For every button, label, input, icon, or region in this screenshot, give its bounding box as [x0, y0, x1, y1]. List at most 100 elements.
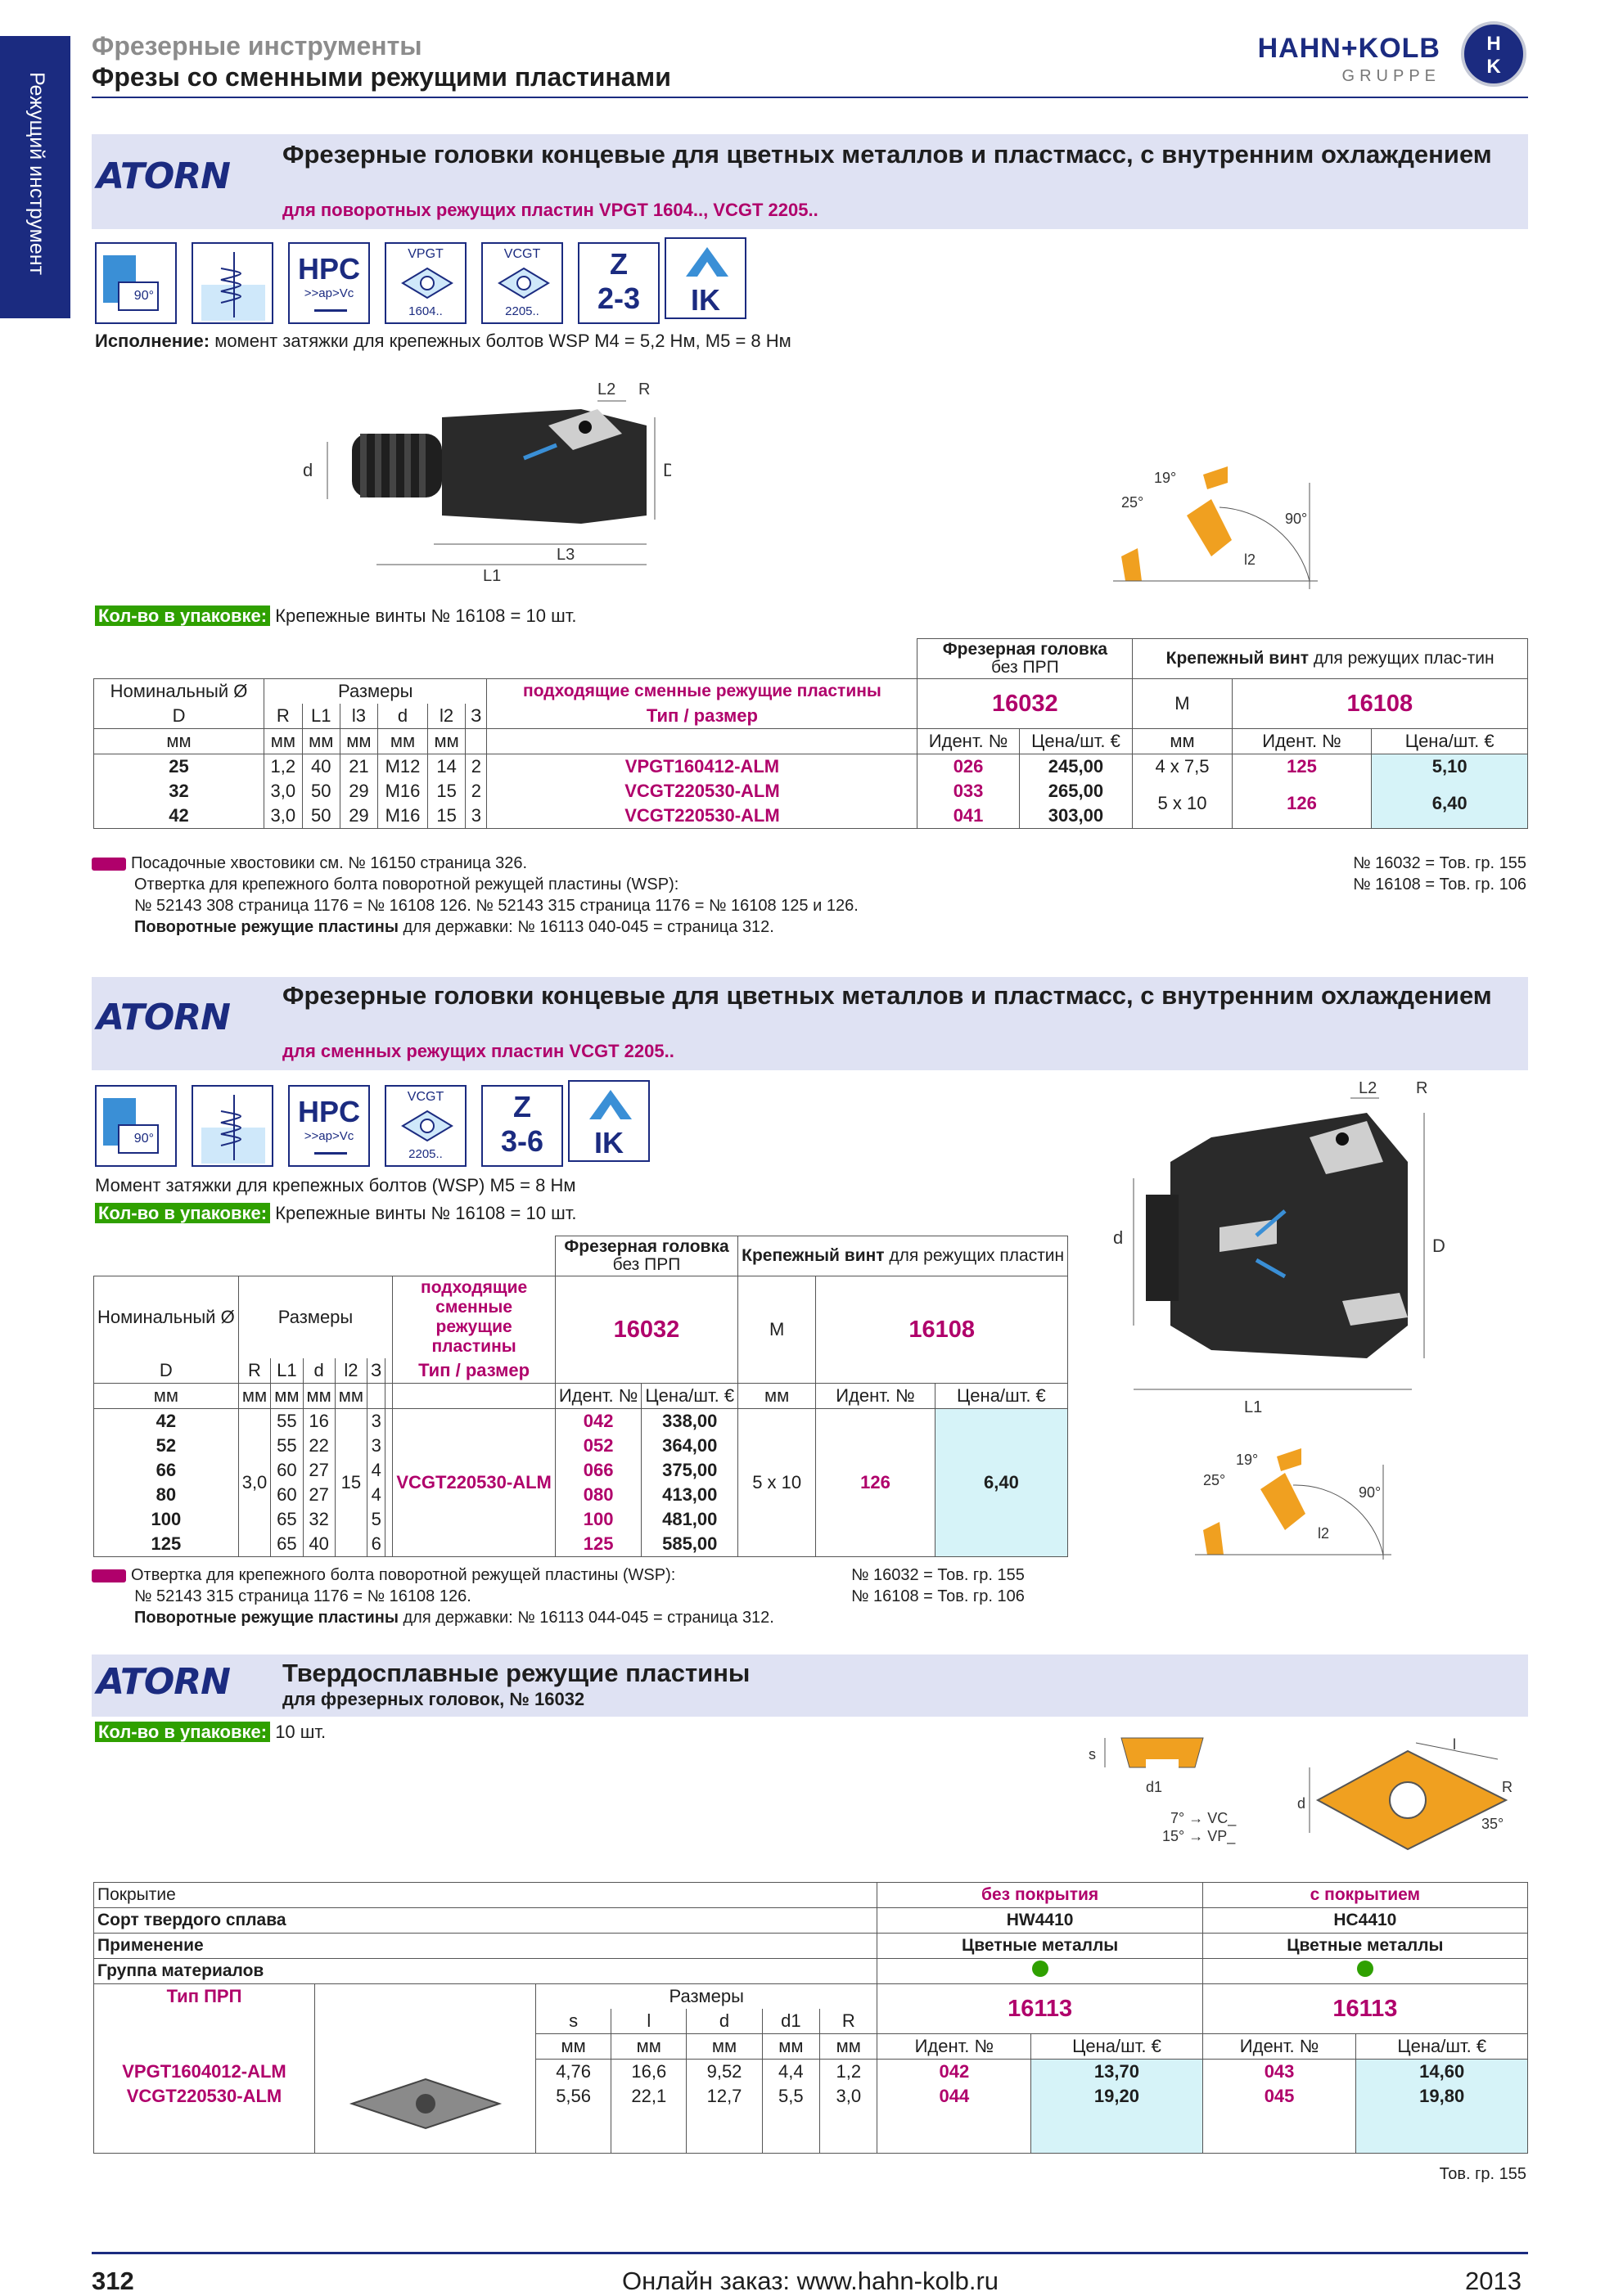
col-l2: l2: [334, 1358, 368, 1384]
table-row: 52 55 22 3 052 364,00: [93, 1434, 1068, 1458]
vc-angle-label: 7° → VC_: [1170, 1810, 1237, 1827]
dim-l1-label: L1: [483, 567, 501, 585]
col-screw-m: M: [737, 1276, 817, 1384]
table-row: 100 65 32 5 100 481,00: [93, 1507, 1068, 1532]
table-row: 66 60 27 4 066 375,00: [93, 1458, 1068, 1483]
col-inserts: подходящие сменные режущие пластины: [486, 678, 918, 704]
col-dimensions: Размеры: [237, 1276, 394, 1358]
table-row: 42 3,0 50 29 M16 15 3 VCGT220530-ALM 041…: [92, 804, 1528, 829]
pack-note: Кол-во в упаковке: 10 шт.: [95, 1722, 326, 1743]
section2-band: [92, 977, 1528, 1070]
unit: мм: [237, 1383, 272, 1409]
material-dot-icon: [1031, 1961, 1048, 1977]
side-category-tab: Режущий инструмент: [0, 36, 70, 318]
col-screw-m: M: [1132, 678, 1233, 729]
col-z: З: [465, 704, 488, 729]
hpc-sub: >>ap>Vc: [304, 1129, 354, 1143]
angle-label: 90°: [118, 1124, 159, 1154]
l2-label: l2: [1244, 551, 1256, 568]
teeth-label: Z: [513, 1090, 531, 1123]
angle-35-label: 35°: [1481, 1816, 1504, 1832]
row-material-group: Группа материалов: [92, 1958, 878, 1984]
dim-D-label: D: [663, 460, 671, 480]
col-d: d: [377, 704, 428, 729]
dim-D-label: D: [1432, 1236, 1445, 1256]
hpc-icon: HPC >>ap>Vc: [288, 1085, 370, 1167]
arrow-icon: [92, 857, 126, 871]
execution-label: Исполнение:: [95, 331, 210, 351]
angle-19-label: 19°: [1154, 470, 1176, 486]
vp-angle-label: 15° → VP_: [1162, 1828, 1236, 1845]
insert-size-label: 2205..: [505, 304, 539, 318]
insert-type-label: VPGT: [408, 247, 444, 261]
execution-note: Исполнение: момент затяжки для крепежных…: [95, 331, 791, 352]
brand-name: HAHN+KOLB: [1257, 33, 1440, 64]
side-category-label: Режущий инструмент: [25, 71, 48, 276]
col-nominal: Номинальный Ø: [93, 1276, 239, 1358]
pack-text: 10 шт.: [275, 1722, 327, 1742]
dim-s-label: s: [1089, 1746, 1096, 1763]
col-ident: Идент. №: [815, 1383, 935, 1409]
insert-photo: [349, 2078, 502, 2129]
dim-l2-label: L2: [1359, 1080, 1377, 1097]
unit: мм: [334, 1383, 368, 1409]
cooling-triangle-icon: [589, 1090, 632, 1119]
section1-footnotes: Посадочные хвостовики см. № 16150 страни…: [92, 853, 859, 938]
hpc-label: HPC: [297, 1095, 360, 1128]
angle-25-label: 25°: [1203, 1472, 1225, 1488]
row-application: Применение: [92, 1933, 878, 1959]
col-price: Цена/шт. €: [641, 1383, 739, 1409]
coolant-icon: [192, 1085, 273, 1167]
section2-subtitle: для сменных режущих пластин VCGT 2205..: [282, 1041, 674, 1061]
unit: мм: [93, 1383, 239, 1409]
angle-90-icon: 90°: [95, 1085, 177, 1167]
angle-90-label: 90°: [1359, 1484, 1381, 1501]
torque-note: Момент затяжки для крепежных болтов (WSP…: [95, 1175, 576, 1195]
atorn-logo: ATORN: [97, 1661, 231, 1703]
teeth-count: 2-3: [597, 281, 641, 315]
dim-l2-label: L2: [597, 380, 615, 398]
dim-d-label: d: [1297, 1795, 1305, 1812]
unit: мм: [426, 728, 467, 754]
col-ident: Идент. №: [554, 1383, 642, 1409]
footer-rule: [92, 2252, 1528, 2254]
col-D: D: [92, 704, 265, 729]
arrow-icon: [92, 1569, 126, 1582]
screw-article-no: 16108: [1231, 678, 1529, 729]
table-row: 125 65 40 6 125 585,00: [93, 1532, 1068, 1557]
ik-label: IK: [594, 1126, 624, 1159]
section1-subtitle: для поворотных режущих пластин VPGT 1604…: [282, 200, 818, 220]
col-type: Тип / размер: [392, 1358, 556, 1384]
rhombus-insert-icon: [498, 267, 550, 299]
section1-group-refs: № 16032 = Тов. гр. 155 № 16108 = Тов. гр…: [1353, 854, 1526, 894]
col-l2: l2: [426, 704, 467, 729]
section1-band: [92, 134, 1528, 229]
dim-d1-label: d1: [1146, 1779, 1162, 1795]
coolant-icon: [192, 242, 273, 324]
section2-group-refs: № 16032 = Тов. гр. 155 № 16108 = Тов. гр…: [851, 1566, 1025, 1605]
angle-90-icon: 90°: [95, 242, 177, 324]
cooling-triangle-icon: [686, 247, 728, 277]
col-D: D: [93, 1358, 239, 1384]
order-link[interactable]: Онлайн заказ: www.hahn-kolb.ru: [622, 2267, 999, 2295]
internal-cooling-icon: IK: [665, 237, 746, 319]
spiral-drill-icon: [220, 1095, 241, 1160]
table-row: VPGT1604012-ALM 4,76 16,6 9,52 4,4 1,2 0…: [93, 2059, 1528, 2154]
section3-subtitle: для фрезерных головок, № 16032: [282, 1689, 585, 1709]
spiral-drill-icon: [220, 252, 241, 317]
atorn-logo: ATORN: [97, 155, 231, 197]
pack-text: Крепежные винты № 16108 = 10 шт.: [275, 606, 577, 626]
col-z: З: [367, 1358, 386, 1384]
col-L1: L1: [270, 1358, 304, 1384]
col-inserts: подходящие сменные режущие пластины: [392, 1276, 556, 1358]
dim-r-label: R: [1502, 1779, 1513, 1795]
page-number: 312: [92, 2267, 134, 2295]
l2-label: l2: [1318, 1525, 1329, 1542]
col-type: Тип / размер: [486, 704, 918, 729]
section2-title: Фрезерные головки концевые для цветных м…: [282, 981, 1492, 1010]
ik-label: IK: [691, 283, 720, 317]
milling-head-drawing: d D L2 R L3 L1: [303, 380, 671, 585]
pack-label: Кол-во в упаковке:: [95, 1203, 271, 1223]
dim-l1-label: L1: [1244, 1398, 1262, 1416]
